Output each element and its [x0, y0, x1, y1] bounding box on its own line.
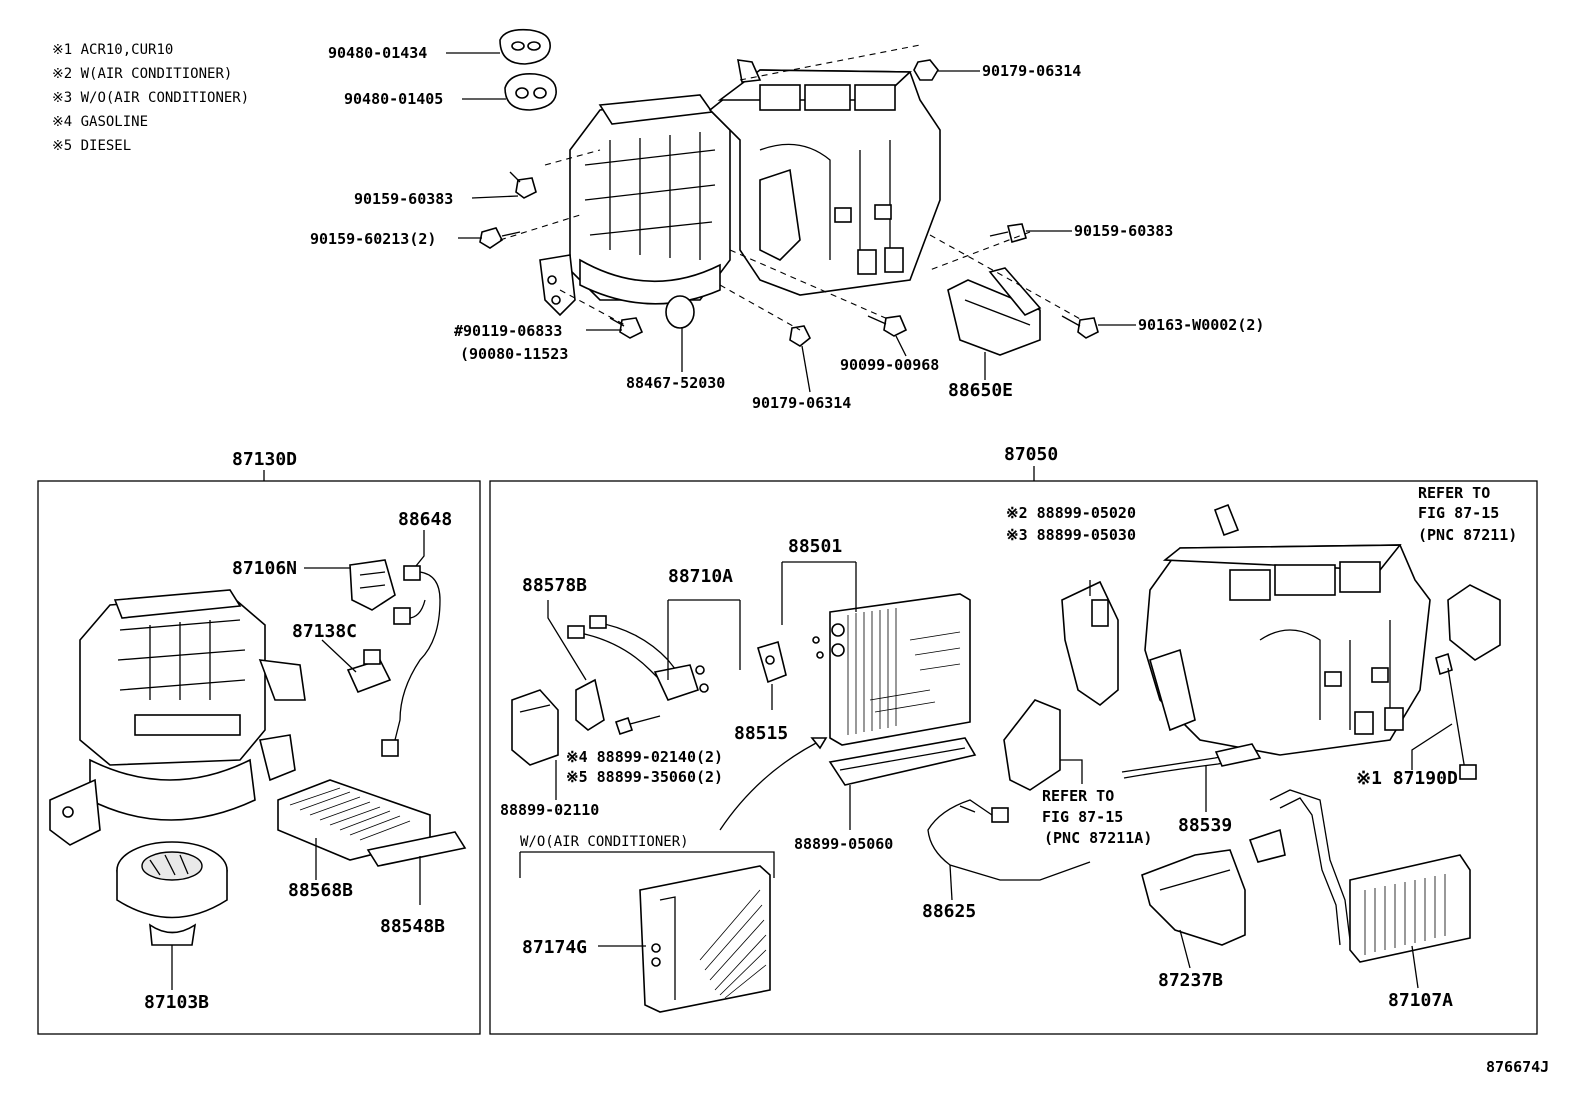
label-87138C: 87138C: [292, 621, 357, 642]
motor-87103B: [116, 841, 228, 946]
label-88899-35060: ※5 88899-35060(2): [566, 768, 723, 786]
note-4: ※4 GASOLINE: [52, 114, 148, 130]
label-88515: 88515: [734, 723, 788, 744]
label-88650E: 88650E: [948, 380, 1013, 401]
valve-88710A: [567, 615, 709, 701]
bracket-88650E: [947, 267, 1042, 356]
label-88568B: 88568B: [288, 880, 353, 901]
top-leaders: [446, 52, 1136, 393]
tray-88899-05060: [828, 737, 977, 786]
label-87106N: 87106N: [232, 558, 297, 579]
label-90159-60383-a: 90159-60383: [354, 190, 453, 208]
label-88899-05030: ※3 88899-05030: [1006, 526, 1136, 544]
label-88899-02140: ※4 88899-02140(2): [566, 748, 723, 766]
harness-88625: [927, 799, 1091, 881]
left-box: 87130D: [37, 449, 481, 1035]
tube-88539: [1121, 743, 1262, 779]
figure-id: 876674J: [1486, 1058, 1549, 1076]
fasteners-top: [479, 59, 1099, 347]
label-87190D: ※1 87190D: [1356, 768, 1458, 789]
label-90179-06314-b: 90179-06314: [752, 394, 851, 412]
label-wo-ac: W/O(AIR CONDITIONER): [520, 834, 689, 850]
left-box-frame: [37, 480, 481, 1035]
label-87107A: 87107A: [1388, 990, 1453, 1011]
bolt-88899-02140: [614, 715, 661, 736]
label-88625: 88625: [922, 901, 976, 922]
label-refer1-line3: (PNC 87211): [1418, 526, 1517, 544]
grommet-90480-01434: [499, 28, 551, 65]
label-90159-60383-b: 90159-60383: [1074, 222, 1173, 240]
label-88899-02110: 88899-02110: [500, 801, 599, 819]
heater-unit-87050: [1144, 503, 1431, 756]
actuator-87211A: [1003, 699, 1061, 791]
label-refer2-line1: REFER TO: [1042, 787, 1114, 805]
label-88501: 88501: [788, 536, 842, 557]
cover-88548B: [366, 831, 467, 867]
heater-core-87174G: [639, 865, 771, 1013]
servo-88899-05020: [1061, 580, 1119, 707]
label-88899-05020: ※2 88899-05020: [1006, 504, 1136, 522]
label-90163-W0002: 90163-W0002(2): [1138, 316, 1264, 334]
sensor-87138C: [346, 649, 392, 694]
label-88578B: 88578B: [522, 575, 587, 596]
label-90119-06833: #90119-06833: [454, 322, 562, 340]
label-90099-00968: 90099-00968: [840, 356, 939, 374]
harness-88648: [381, 565, 441, 757]
blower-unit: [49, 589, 306, 846]
label-refer2-line2: FIG 87-15: [1042, 808, 1123, 826]
note-1: ※1 ACR10,CUR10: [52, 42, 173, 58]
label-90159-60213: 90159-60213(2): [310, 230, 436, 248]
blower-housing: [539, 94, 731, 317]
label-90480-01434: 90480-01434: [328, 44, 427, 62]
duct-87237B: [1141, 849, 1246, 946]
part-87211: [1447, 584, 1501, 661]
note-2: ※2 W(AIR CONDITIONER): [52, 66, 232, 82]
label-87174G: 87174G: [522, 937, 587, 958]
note-5: ※5 DIESEL: [52, 138, 131, 154]
label-88710A: 88710A: [668, 566, 733, 587]
insulator-88578B: [575, 678, 605, 731]
label-refer2-line3: (PNC 87211A): [1044, 829, 1152, 847]
label-87237B: 87237B: [1158, 970, 1223, 991]
notes-legend: ※1 ACR10,CUR10 ※2 W(AIR CONDITIONER) ※3 …: [52, 42, 249, 154]
label-88648: 88648: [398, 509, 452, 530]
part-88515: [757, 640, 787, 684]
label-refer1-line2: FIG 87-15: [1418, 504, 1499, 522]
label-90480-01405: 90480-01405: [344, 90, 443, 108]
top-labels: 90480-01434 90480-01405 90179-06314 9015…: [310, 44, 1264, 412]
label-88899-05060: 88899-05060: [794, 835, 893, 853]
evaporator-88501: [812, 593, 971, 746]
right-box-frame: [489, 480, 1538, 1035]
left-box-title: 87130D: [232, 449, 297, 470]
top-assembly-drawing: [479, 28, 1099, 356]
note-3: ※3 W/O(AIR CONDITIONER): [52, 90, 249, 106]
label-88467-52030: 88467-52030: [626, 374, 725, 392]
label-88539: 88539: [1178, 815, 1232, 836]
right-box: 87050: [489, 444, 1538, 1035]
label-90179-06314-a: 90179-06314: [982, 62, 1081, 80]
resistor-87106N: [349, 559, 396, 611]
sensor-87190D: [1435, 652, 1477, 780]
insulator-88899-02110: [511, 689, 559, 766]
heater-case: [708, 59, 941, 296]
label-90080-11523: (90080-11523: [460, 345, 568, 363]
right-box-title: 87050: [1004, 444, 1058, 465]
label-88548B: 88548B: [380, 916, 445, 937]
label-refer1-line1: REFER TO: [1418, 484, 1490, 502]
label-87103B: 87103B: [144, 992, 209, 1013]
grommet-90480-01405: [504, 72, 557, 111]
heater-core-87107A: [1248, 789, 1471, 963]
